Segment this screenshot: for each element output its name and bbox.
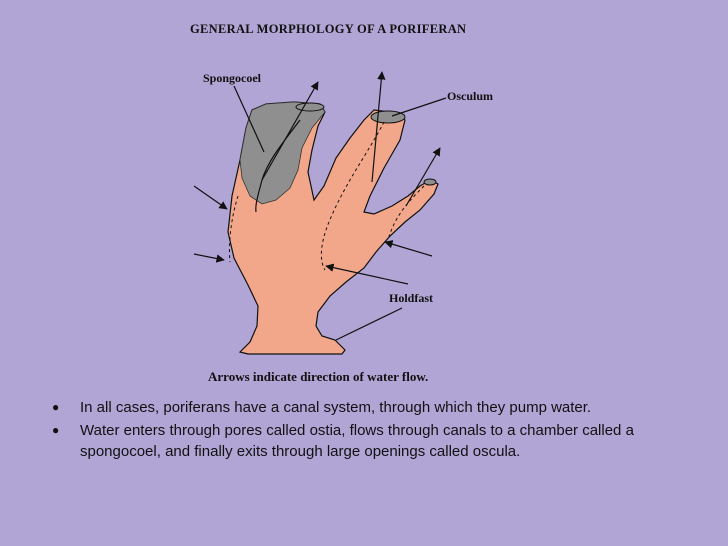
outflow-arrow-1	[261, 81, 319, 181]
holdfast-leader	[335, 307, 403, 341]
outflow-arrow-3	[405, 147, 441, 207]
diagram-title: GENERAL MORPHOLOGY OF A PORIFERAN	[190, 22, 467, 36]
bullet-dot-icon: ●	[52, 423, 60, 437]
spongocoel-leader	[233, 85, 265, 153]
outflow-arrow-2	[371, 71, 386, 183]
bullet-dot-icon: ●	[52, 400, 60, 414]
canal-3	[387, 185, 425, 241]
bullet-item: ● In all cases, poriferans have a canal …	[52, 397, 692, 418]
bullet-item: ● Water enters through pores called osti…	[52, 420, 692, 462]
spongocoel-cavity	[239, 101, 326, 205]
label-osculum: Osculum	[447, 89, 494, 103]
bullet-text: Water enters through pores called ostia,…	[80, 422, 634, 460]
inflow-arrow-4	[384, 240, 433, 257]
canal-1	[229, 195, 239, 263]
osculum-leader	[391, 97, 447, 117]
inflow-arrow-3	[325, 263, 409, 285]
label-holdfast: Holdfast	[389, 291, 434, 305]
osculum-rim-1	[295, 102, 325, 112]
bullet-text: In all cases, poriferans have a canal sy…	[80, 399, 592, 416]
poriferan-diagram	[193, 71, 447, 355]
canal-2	[320, 121, 385, 271]
bullet-list: ● In all cases, poriferans have a canal …	[52, 397, 692, 464]
inflow-arrow-2	[193, 253, 225, 263]
inflow-arrow-1	[193, 185, 228, 210]
diagram-caption: Arrows indicate direction of water flow.	[208, 369, 429, 384]
osculum-rim-3	[423, 178, 437, 186]
label-spongocoel: Spongocoel	[203, 71, 262, 85]
